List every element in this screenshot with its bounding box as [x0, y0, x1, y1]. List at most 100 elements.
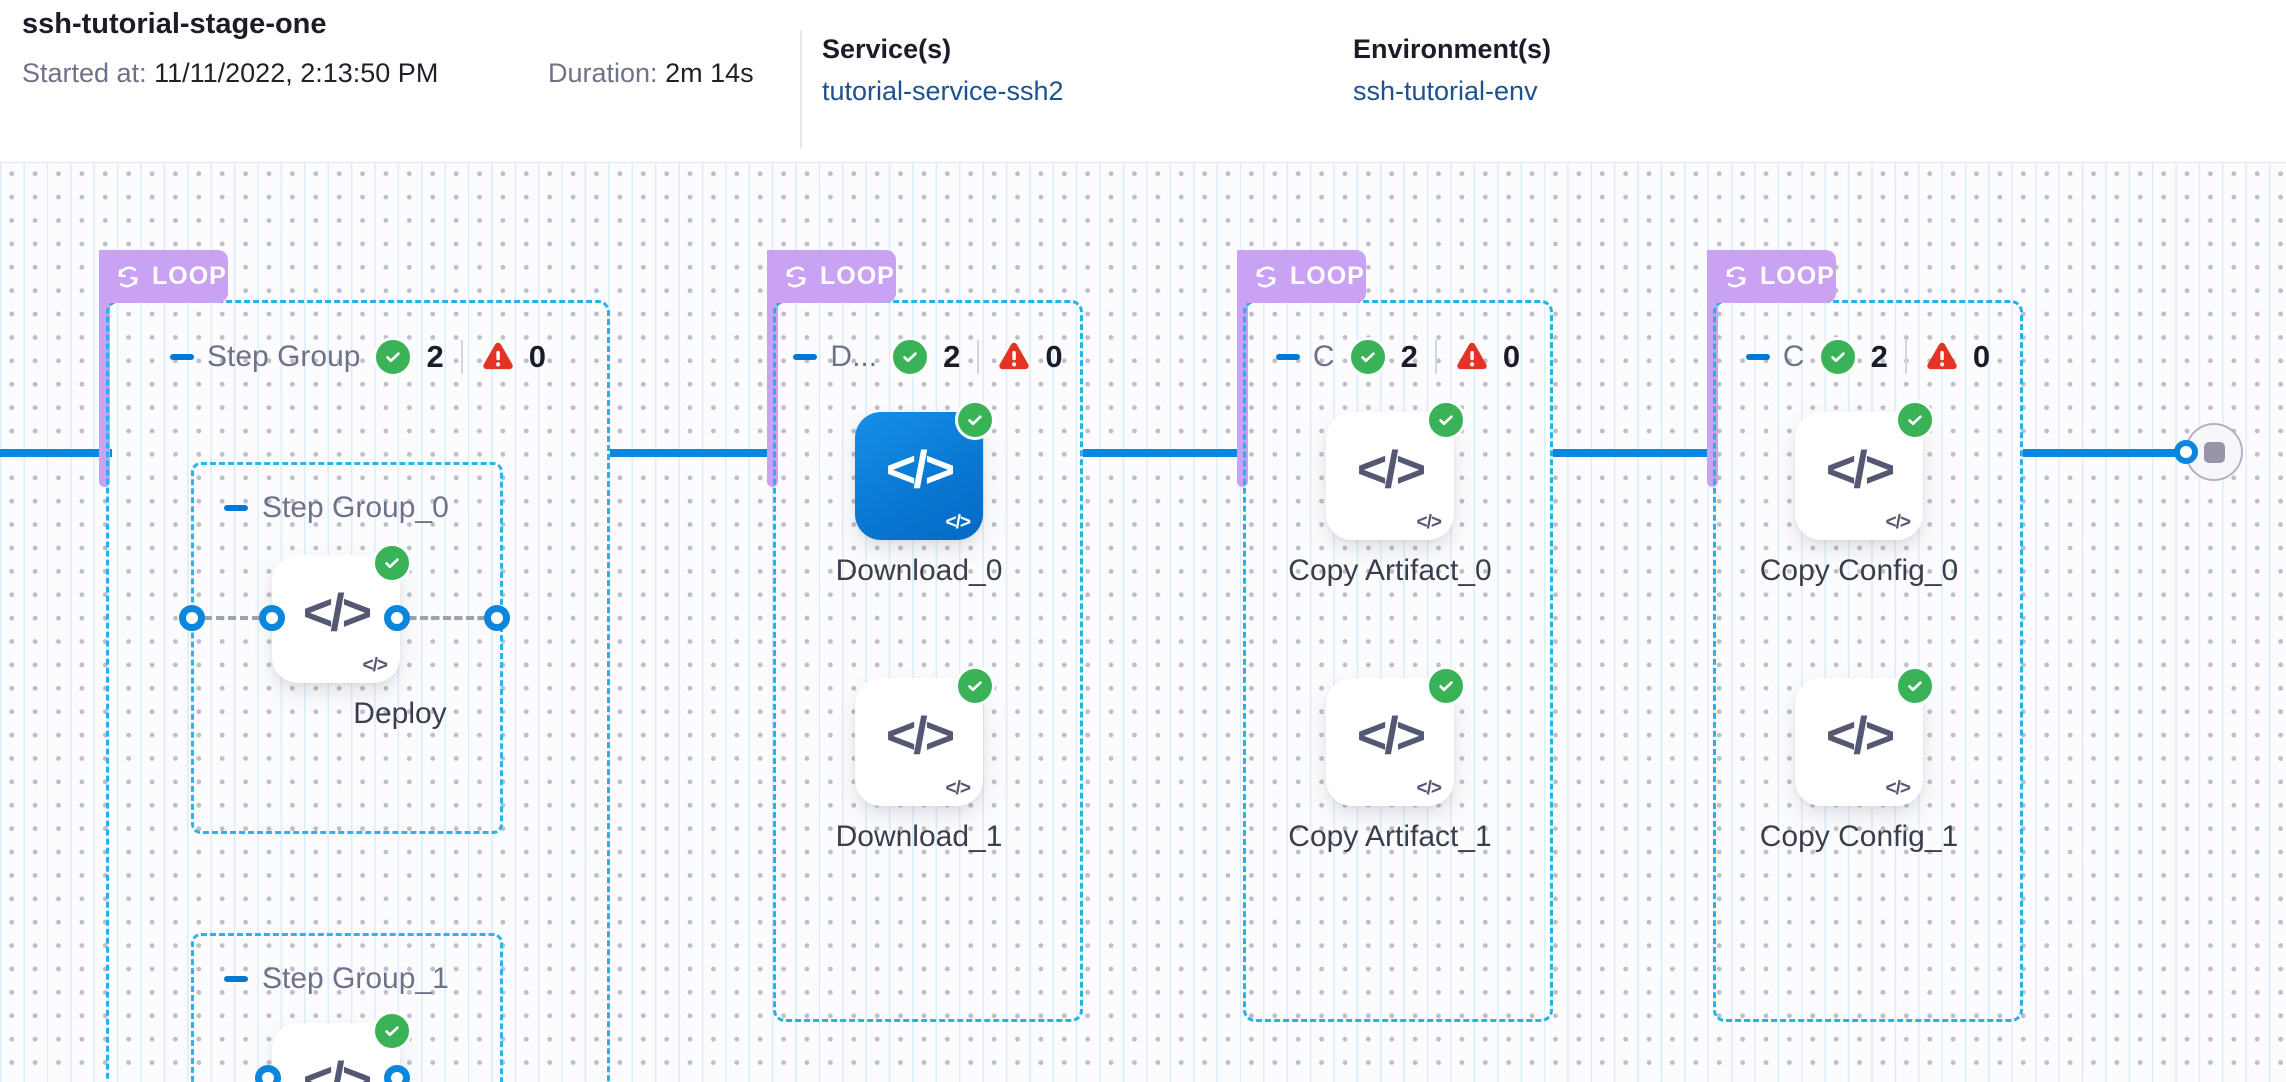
success-badge-icon — [955, 400, 995, 440]
loop-tag: LOOP — [100, 250, 228, 303]
badge-separator — [1434, 340, 1437, 374]
duration-label: Duration: — [548, 58, 658, 88]
success-badge-icon — [1347, 337, 1388, 377]
pipeline-canvas[interactable]: Step Group 2 0 D... 2 0 — [0, 162, 2286, 1082]
step-node-download-0[interactable]: </> </> — [855, 400, 995, 540]
success-badge-icon — [372, 543, 412, 583]
fail-count: 0 — [528, 339, 546, 374]
loop-tag: LOOP — [1708, 250, 1836, 303]
duration: Duration: 2m 14s — [548, 58, 754, 89]
loop-label: LOOP — [820, 262, 895, 290]
loop-label: LOOP — [1290, 262, 1365, 290]
fail-count: 0 — [1972, 339, 1991, 374]
code-icon: </> — [1825, 441, 1895, 499]
connection-handle[interactable] — [259, 605, 285, 631]
success-count: 2 — [426, 339, 444, 374]
code-icon: </> — [885, 441, 955, 499]
group-header: C 2 0 — [1246, 337, 1550, 377]
success-badge-icon — [1895, 666, 1935, 706]
step-group-header: Step Group_0 — [224, 491, 500, 525]
loop-label: LOOP — [152, 262, 227, 290]
loop-strip — [1707, 250, 1718, 487]
success-badge-icon — [1426, 400, 1466, 440]
code-icon: </> — [1356, 707, 1426, 765]
loop-tag: LOOP — [1238, 250, 1366, 303]
success-badge-icon — [373, 337, 414, 377]
loop-strip — [99, 250, 110, 487]
step-group-label: Step Group_1 — [262, 962, 449, 995]
collapse-icon[interactable] — [1745, 354, 1770, 360]
stage-title: ssh-tutorial-stage-one — [22, 8, 327, 40]
loop-strip — [1237, 250, 1248, 487]
loop-icon — [118, 266, 138, 287]
connector-line — [610, 449, 773, 457]
node-label: Copy Artifact_0 — [1288, 554, 1492, 587]
badge-separator — [1904, 340, 1907, 374]
node-connector-dash — [192, 616, 272, 620]
step-node-deploy[interactable]: </> </> — [272, 543, 412, 683]
stage-header: ssh-tutorial-stage-one Started at: 11/11… — [0, 0, 2286, 163]
code-mini-icon: </> — [362, 655, 389, 676]
step-node-copy-config-1[interactable]: </> </> — [1795, 666, 1935, 806]
environment-link[interactable]: ssh-tutorial-env — [1353, 76, 1538, 106]
code-mini-icon: </> — [1416, 512, 1443, 533]
group-label: D... — [830, 340, 878, 373]
collapse-icon[interactable] — [224, 505, 248, 511]
group-box-copy-artifact[interactable]: C 2 0 — [1243, 300, 1553, 1022]
success-badge-icon — [1817, 337, 1858, 377]
connection-handle[interactable] — [384, 605, 410, 631]
loop-strip — [767, 250, 778, 487]
group-header: D... 2 0 — [776, 337, 1080, 377]
collapse-icon[interactable] — [224, 976, 248, 982]
connector-line — [1553, 449, 1713, 457]
warning-icon — [999, 342, 1030, 370]
duration-value: 2m 14s — [665, 58, 754, 88]
stop-icon — [2203, 441, 2225, 463]
connection-handle[interactable] — [179, 605, 205, 631]
warning-icon — [1927, 342, 1957, 370]
collapse-icon[interactable] — [170, 354, 195, 360]
connection-handle[interactable] — [255, 1065, 281, 1082]
node-label: Copy Config_1 — [1759, 820, 1959, 853]
success-badge-icon — [1895, 400, 1935, 440]
connection-handle[interactable] — [384, 1065, 410, 1082]
loop-icon — [1726, 266, 1746, 287]
node-connector-dash — [397, 616, 497, 620]
connection-handle[interactable] — [2174, 440, 2198, 464]
step-group-0-box[interactable]: Step Group_0 — [191, 462, 503, 834]
node-label: Copy Artifact_1 — [1288, 820, 1492, 853]
connector-line — [0, 449, 112, 457]
step-group-1-box[interactable]: Step Group_1 — [191, 933, 503, 1082]
step-node-partial[interactable]: </> </> — [272, 1011, 412, 1082]
code-icon: </> — [302, 1052, 372, 1082]
group-box-copy-config[interactable]: C 2 0 — [1713, 300, 2023, 1022]
services-label: Service(s) — [822, 34, 952, 64]
success-badge-icon — [372, 1011, 412, 1051]
step-node-copy-artifact-0[interactable]: </> </> — [1326, 400, 1466, 540]
step-node-copy-config-0[interactable]: </> </> — [1795, 400, 1935, 540]
group-label: Step Group — [207, 340, 361, 373]
group-header: C 2 0 — [1716, 337, 2020, 377]
success-badge-icon — [1426, 666, 1466, 706]
collapse-icon[interactable] — [1275, 354, 1300, 360]
header-divider — [800, 30, 802, 148]
started-at-label: Started at: — [22, 58, 147, 88]
node-label: Download_1 — [835, 820, 1003, 853]
success-count: 2 — [1870, 339, 1888, 374]
code-mini-icon: </> — [1416, 778, 1443, 799]
success-badge-icon — [955, 666, 995, 706]
success-badge-icon — [890, 337, 931, 377]
group-header: Step Group 2 0 — [109, 337, 607, 377]
connection-handle[interactable] — [484, 605, 510, 631]
collapse-icon[interactable] — [793, 354, 818, 360]
success-count: 2 — [1400, 339, 1418, 374]
step-node-download-1[interactable]: </> </> — [855, 666, 995, 806]
warning-icon — [483, 342, 513, 370]
started-at-value: 11/11/2022, 2:13:50 PM — [154, 58, 439, 88]
node-label: Download_0 — [835, 554, 1003, 587]
step-node-copy-artifact-1[interactable]: </> </> — [1326, 666, 1466, 806]
group-box-step-group[interactable]: Step Group 2 0 — [106, 300, 610, 1082]
service-link[interactable]: tutorial-service-ssh2 — [822, 76, 1064, 106]
group-box-download[interactable]: D... 2 0 — [773, 300, 1083, 1022]
